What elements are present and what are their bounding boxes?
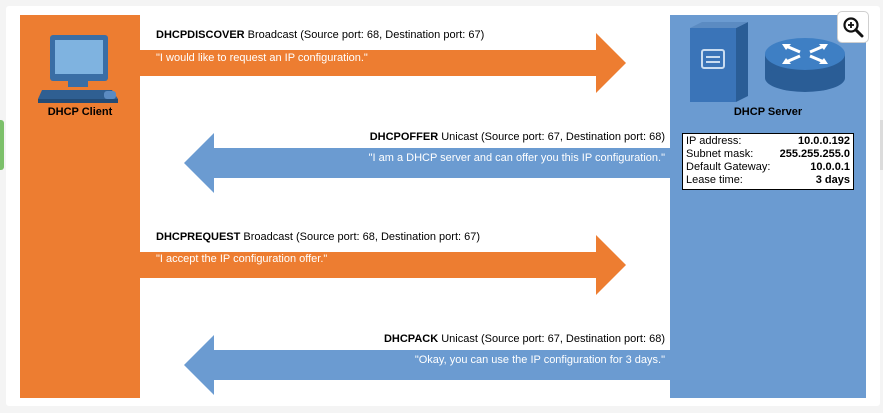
config-row: Lease time: 3 days [686,174,850,187]
config-key: Lease time: [686,174,743,186]
config-key: Default Gateway: [686,161,771,173]
discover-detail: Broadcast (Source port: 68, Destination … [244,29,485,41]
computer-icon [38,35,118,103]
config-row: IP address: 10.0.0.192 [686,135,850,148]
ack-detail: Unicast (Source port: 67, Destination po… [438,333,665,345]
config-key: IP address: [686,135,742,147]
ack-quote: "Okay, you can use the IP configuration … [414,354,665,366]
request-name: DHCPREQUEST [156,231,241,243]
server-label: DHCP Server [733,106,803,118]
config-value: 10.0.0.192 [798,135,850,147]
config-key: Subnet mask: [686,148,754,160]
zoom-button[interactable] [837,11,869,43]
request-detail: Broadcast (Source port: 68, Destination … [240,231,481,243]
offer-message: DHCPOFFER Unicast (Source port: 67, Dest… [370,131,665,143]
server-icon [690,22,748,102]
config-value: 255.255.255.0 [779,148,850,160]
offer-name: DHCPOFFER [369,131,439,143]
discover-name: DHCPDISCOVER [156,29,245,41]
config-row: Subnet mask: 255.255.255.0 [686,148,850,161]
request-arrow [140,235,626,295]
config-value: 10.0.0.1 [810,161,850,173]
router-icon [765,38,845,92]
offer-quote: "I am a DHCP server and can offer you th… [368,152,665,164]
request-message: DHCPREQUEST Broadcast (Source port: 68, … [156,231,480,243]
ack-name: DHCPACK [383,333,439,345]
ack-arrow [184,335,670,395]
config-row: Default Gateway: 10.0.0.1 [686,161,850,174]
ack-message: DHCPACK Unicast (Source port: 67, Destin… [384,333,665,345]
config-value: 3 days [815,174,850,186]
discover-quote: "I would like to request an IP configura… [156,52,368,64]
left-edge-tab [0,120,4,170]
client-label: DHCP Client [47,106,113,118]
right-edge-tab [880,120,883,170]
discover-message: DHCPDISCOVER Broadcast (Source port: 68,… [156,29,484,41]
request-quote: "I accept the IP configuration offer." [156,253,328,265]
discover-arrow [140,33,626,93]
ip-config-box: IP address: 10.0.0.192 Subnet mask: 255.25… [682,133,854,190]
offer-detail: Unicast (Source port: 67, Destination po… [438,131,665,143]
zoom-in-icon [843,17,864,38]
offer-arrow [184,133,670,193]
